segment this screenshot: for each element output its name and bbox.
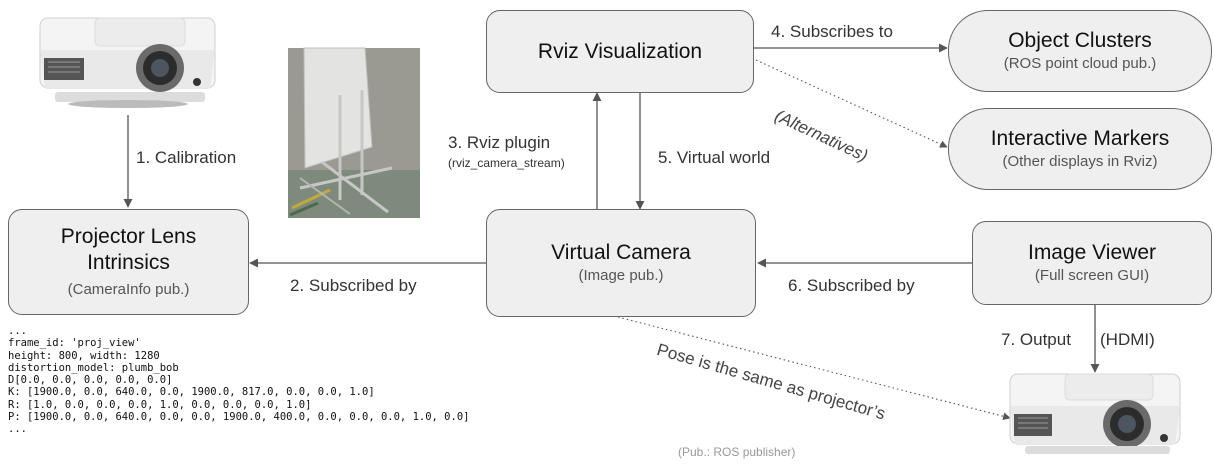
arrow-alternatives	[755, 59, 948, 148]
edge-label-output: 7. Output	[1001, 330, 1071, 349]
edge-label-rviz-plugin: 3. Rviz plugin	[448, 133, 551, 152]
camera-info-line: distortion_model: plumb_bob	[8, 361, 179, 374]
image-viewer-node: Image Viewer (Full screen GUI)	[972, 221, 1212, 305]
edge-label-rviz-plugin-sub: (rviz_camera_stream)	[448, 156, 565, 170]
rviz-visualization-node: Rviz Visualization	[486, 10, 754, 93]
camera-info-line: frame_id: 'proj_view'	[8, 337, 141, 350]
projector-lens-intrinsics-node: Projector Lens Intrinsics (CameraInfo pu…	[8, 209, 249, 315]
projector-image	[1009, 373, 1181, 454]
camera-info-line: D[0.0, 0.0, 0.0, 0.0, 0.0]	[8, 374, 173, 387]
projection-board-photo	[288, 47, 420, 218]
camera-info-line: K: [1900.0, 0.0, 640.0, 0.0, 1900.0, 817…	[8, 386, 375, 399]
edge-label-virtual-world: 5. Virtual world	[658, 148, 771, 167]
edge-label-hdmi: (HDMI)	[1100, 330, 1155, 349]
edge-label-subscribes-to: 4. Subscribes to	[771, 22, 893, 41]
node-title: Interactive Markers	[990, 127, 1170, 150]
node-subtitle: (Image pub.)	[578, 267, 664, 284]
edge-label-subscribed-by-6: 6. Subscribed by	[788, 276, 915, 295]
interactive-markers-node: Interactive Markers (Other displays in R…	[948, 108, 1212, 190]
camera-info-line: ...	[8, 423, 27, 436]
camera-info-line: R: [1.0, 0.0, 0.0, 0.0, 1.0, 0.0, 0.0, 0…	[8, 398, 312, 411]
node-title: Rviz Visualization	[537, 39, 703, 63]
camera-info-line: height: 800, width: 1280	[8, 349, 160, 362]
projector-image	[39, 17, 216, 108]
virtual-camera-node: Virtual Camera (Image pub.)	[486, 209, 756, 317]
node-subtitle: (Full screen GUI)	[1034, 267, 1150, 284]
node-subtitle: (Other displays in Rviz)	[1002, 153, 1158, 170]
camera-info-listing: ...frame_id: 'proj_view'height: 800, wid…	[8, 325, 469, 436]
node-subtitle: (CameraInfo pub.)	[67, 281, 190, 298]
node-title: Object Clusters	[1008, 29, 1152, 52]
node-title-line2: Intrinsics	[87, 251, 170, 274]
footnote: (Pub.: ROS publisher)	[678, 445, 796, 459]
camera-info-line: ...	[8, 325, 27, 337]
object-clusters-node: Object Clusters (ROS point cloud pub.)	[948, 10, 1212, 92]
node-title: Virtual Camera	[551, 241, 691, 264]
edge-label-subscribed-by-2: 2. Subscribed by	[290, 276, 417, 295]
node-title: Image Viewer	[1027, 241, 1156, 264]
camera-info-line: P: [1900.0, 0.0, 640.0, 0.0, 0.0, 1900.0…	[8, 411, 470, 424]
node-subtitle: (ROS point cloud pub.)	[1003, 55, 1157, 72]
edge-label-calibration: 1. Calibration	[136, 148, 237, 167]
node-title-line1: Projector Lens	[60, 225, 197, 248]
